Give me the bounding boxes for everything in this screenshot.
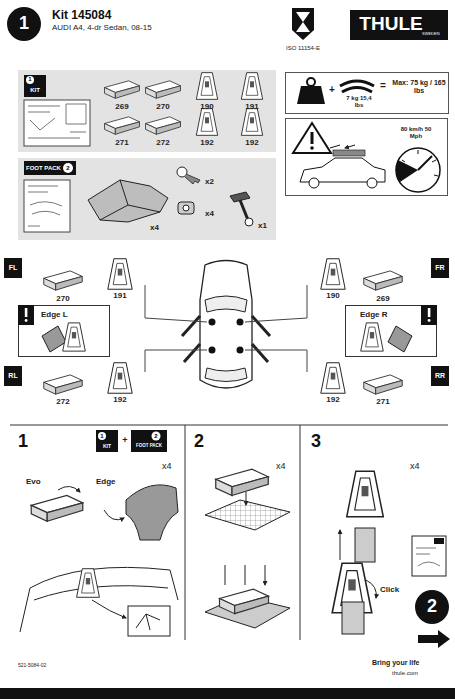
slogan: Bring your life bbox=[372, 659, 419, 667]
quantity: x1 bbox=[258, 222, 267, 231]
position-code: RL bbox=[4, 372, 22, 380]
variant-name: Edge bbox=[96, 478, 116, 487]
footer-bar bbox=[0, 688, 455, 699]
panel-text: KIT bbox=[24, 87, 46, 94]
website: thule.com bbox=[392, 670, 418, 677]
part-number: 271 bbox=[110, 139, 134, 148]
brand-subtext: SWEDEN bbox=[422, 32, 440, 36]
badge-text: FOOT PACK bbox=[131, 444, 167, 449]
part-number: 270 bbox=[51, 295, 75, 304]
quantity: x4 bbox=[410, 462, 420, 472]
action-note: Click bbox=[380, 586, 399, 595]
model-name: AUDI A4, 4-dr Sedan, 08-15 bbox=[52, 24, 152, 33]
part-number: 192 bbox=[108, 396, 132, 405]
quantity: x4 bbox=[276, 462, 286, 472]
panel-text: 80 km/h 50 Mph bbox=[394, 126, 438, 139]
panel-text: 7 kg 15,4 lbs bbox=[342, 95, 376, 108]
logo-box bbox=[350, 10, 448, 40]
car-layout bbox=[4, 258, 449, 394]
quantity: x4 bbox=[150, 224, 159, 233]
quantity: x4 bbox=[205, 210, 214, 219]
variant-name: Evo bbox=[26, 478, 41, 487]
step-number: 2 bbox=[415, 597, 449, 617]
part-number: 192 bbox=[240, 139, 264, 148]
part-number: 191 bbox=[240, 103, 264, 112]
step-number: 1 bbox=[7, 14, 41, 34]
badge-number: 2 bbox=[152, 433, 160, 440]
position-code: RR bbox=[431, 372, 449, 380]
panel-text: FOOT PACK bbox=[26, 165, 61, 172]
panel-text: 1 bbox=[26, 76, 34, 83]
panel-text: Edge R bbox=[360, 311, 388, 320]
part-number: 269 bbox=[110, 103, 134, 112]
quantity: x4 bbox=[162, 462, 172, 472]
brand-logo: THULE bbox=[352, 14, 430, 35]
part-number: 269 bbox=[371, 295, 395, 304]
quantity: x2 bbox=[205, 178, 214, 187]
position-code: FR bbox=[431, 264, 449, 272]
part-number: 272 bbox=[51, 398, 75, 407]
step-badge bbox=[7, 7, 41, 41]
step-number: 3 bbox=[311, 432, 321, 452]
operator: = bbox=[380, 80, 386, 91]
badge-text: KIT bbox=[96, 444, 118, 450]
part-number: 270 bbox=[151, 103, 175, 112]
part-number: 192 bbox=[195, 139, 219, 148]
part-number: 272 bbox=[151, 139, 175, 148]
part-number: 190 bbox=[195, 103, 219, 112]
part-number: 192 bbox=[321, 396, 345, 405]
panel-text: Edge L bbox=[41, 311, 68, 320]
part-number: 191 bbox=[108, 292, 132, 301]
position-code: FL bbox=[4, 264, 22, 272]
operator: + bbox=[329, 84, 335, 95]
operator: + bbox=[120, 436, 130, 446]
badge-number: 1 bbox=[98, 433, 106, 440]
iso-seal bbox=[292, 8, 314, 40]
step-number: 2 bbox=[194, 432, 204, 452]
kit-title: Kit 145084 bbox=[52, 9, 111, 22]
part-number: 190 bbox=[321, 292, 345, 301]
document-code: 521-5084-02 bbox=[18, 663, 46, 669]
part-number: 271 bbox=[371, 398, 395, 407]
panel-text: Max: 75 kg / 165 lbs bbox=[392, 79, 446, 94]
standard-code: ISO 11154-E bbox=[280, 45, 326, 52]
panel-text: 2 bbox=[64, 165, 72, 172]
steps bbox=[10, 425, 450, 648]
step-number: 1 bbox=[18, 432, 28, 452]
